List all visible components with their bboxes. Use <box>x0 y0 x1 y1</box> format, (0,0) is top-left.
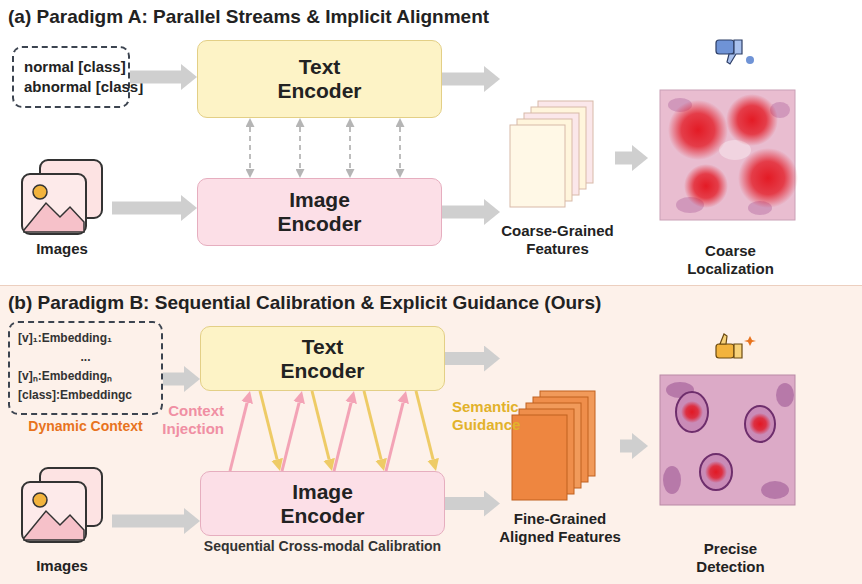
panel-band: (b) Paradigm B: Sequential Calibration &… <box>0 285 862 584</box>
connector-arrow <box>615 152 632 165</box>
edge-label: Semantic Guidance <box>452 398 544 434</box>
connector-arrow <box>112 202 181 215</box>
node-text: Text Encoder <box>270 55 370 103</box>
node-text: [v]ₙ:Embeddingₙ <box>18 367 153 386</box>
image-input: Images <box>12 467 112 575</box>
result-image-box: Coarse Localization <box>648 88 813 278</box>
connector-arrow <box>249 127 251 169</box>
connector-arrow <box>130 71 181 84</box>
node-text: [class]:Embeddingc <box>18 386 153 405</box>
encoder-box: Image EncoderSequential Cross-modal Cali… <box>200 471 445 536</box>
connector-arrow <box>442 73 484 86</box>
result-image-box: Precise Detection <box>648 371 813 576</box>
connector-arrow <box>399 127 401 169</box>
image-input: Images <box>12 158 112 258</box>
thumbs-down-icon <box>716 40 754 64</box>
panel-band: (a) Paradigm A: Parallel Streams & Impli… <box>0 0 862 285</box>
node-text: ... <box>18 348 153 367</box>
histology-image <box>660 90 798 220</box>
connector-arrow <box>299 127 301 169</box>
node-text: Coarse-Grained Features <box>490 222 625 258</box>
edge-label: Context Injection <box>128 402 224 438</box>
feature-stack <box>510 101 593 207</box>
feature-stack-box: Coarse-Grained Features <box>500 58 615 258</box>
node-text: normal [class] <box>24 57 118 77</box>
node-text: Images <box>2 240 122 258</box>
encoder-box: Text Encoder <box>197 40 442 118</box>
node-text: (b) Paradigm B: Sequential Calibration &… <box>8 292 601 314</box>
node-text: Coarse Localization <box>678 242 783 278</box>
node-text: Image Encoder <box>270 188 370 236</box>
node-text: Precise Detection <box>678 540 783 576</box>
node-text: Text Encoder <box>273 335 373 383</box>
node-text: Images <box>2 557 122 575</box>
node-text: Dynamic Context <box>8 418 163 434</box>
node-text: (a) Paradigm A: Parallel Streams & Impli… <box>8 6 489 28</box>
images-icon <box>22 160 102 234</box>
dashed-frame: [v]₁:Embedding₁...[v]ₙ:Embeddingₙ[class]… <box>8 321 163 415</box>
node-text: abnormal [class] <box>24 77 118 97</box>
node-text: Sequential Cross-modal Calibration <box>171 538 474 554</box>
encoder-box: Image Encoder <box>197 178 442 246</box>
encoder-box: Text Encoder <box>200 326 445 391</box>
connector-arrow <box>349 127 351 169</box>
node-text: Fine-Grained Aligned Features <box>490 510 630 546</box>
prompt-box: [v]₁:Embedding₁...[v]ₙ:Embeddingₙ[class]… <box>8 321 163 439</box>
node-text: [v]₁:Embedding₁ <box>18 329 153 348</box>
feature-stack-box: Fine-Grained Aligned Features <box>500 346 620 546</box>
node-text: Image Encoder <box>273 480 373 528</box>
connector-arrow <box>442 206 484 219</box>
prompt-box: normal [class]abnormal [class] <box>12 46 130 108</box>
